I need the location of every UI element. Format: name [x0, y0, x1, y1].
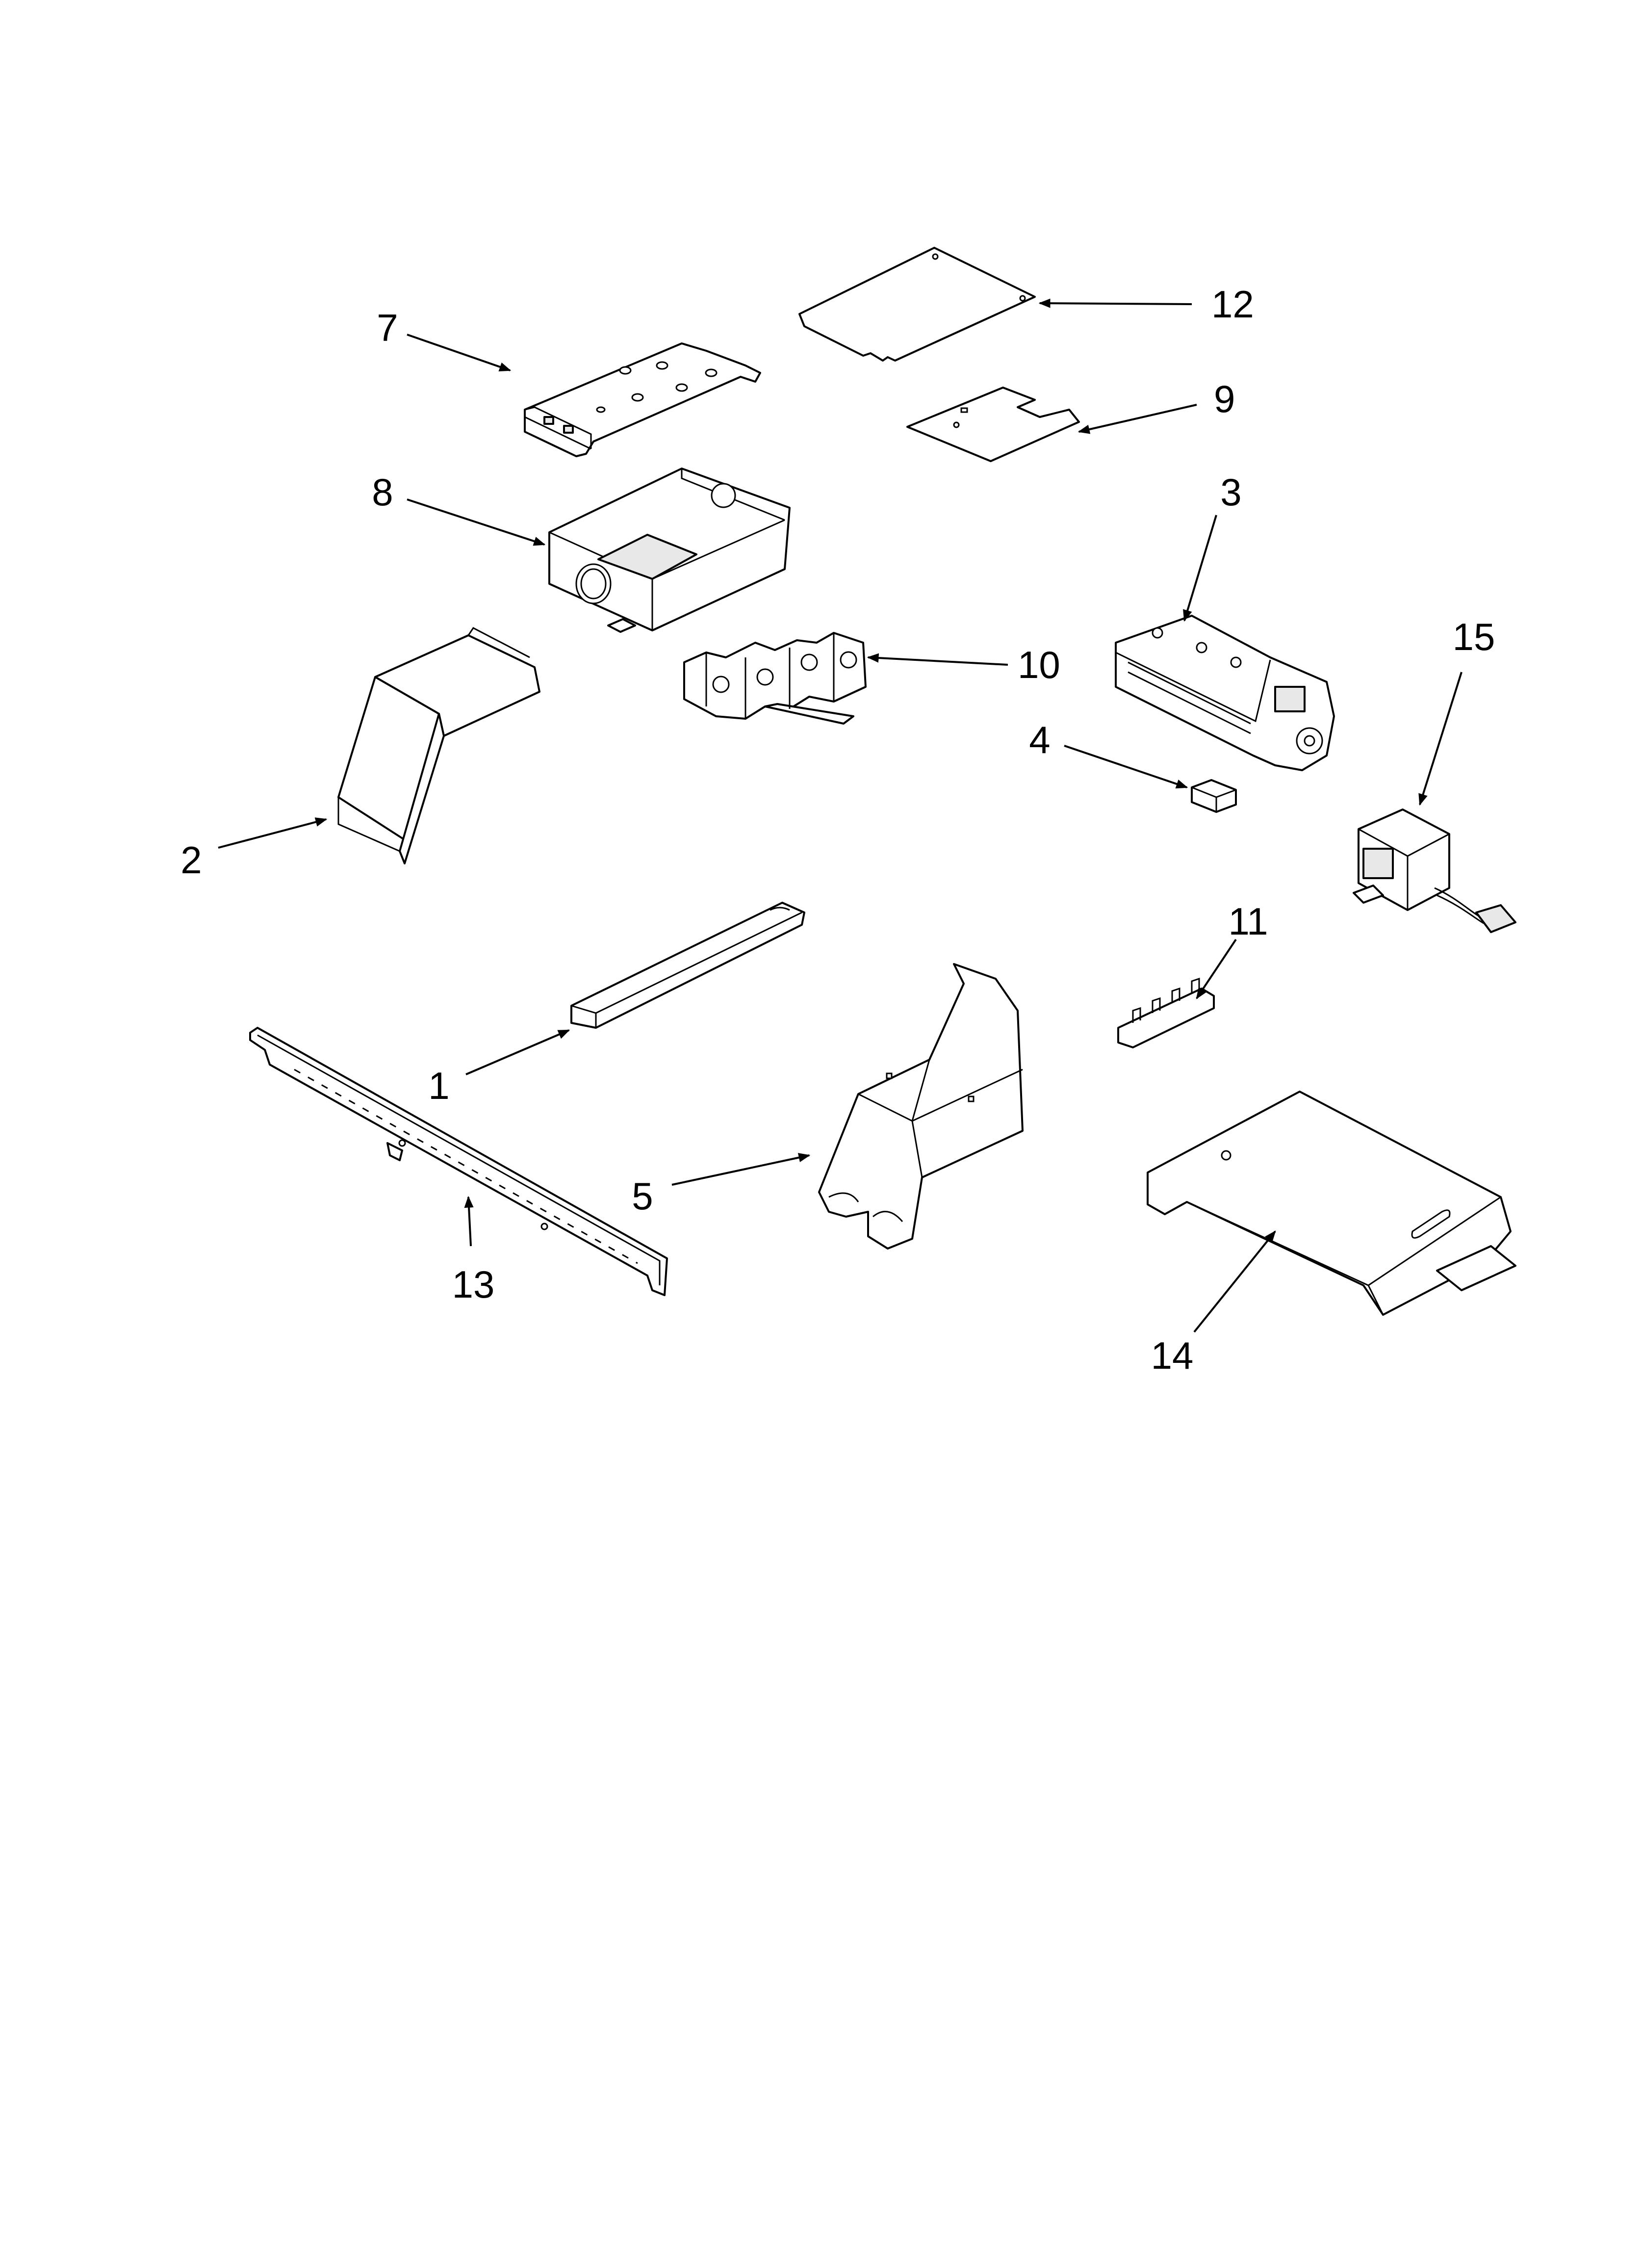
callout-8: 8 — [372, 470, 393, 514]
part-9-insulation-plate — [906, 387, 1080, 462]
leader-4 — [1064, 745, 1188, 789]
leader-2 — [218, 817, 328, 849]
leader-12 — [1038, 298, 1192, 308]
part-3-motor-assembly — [1115, 615, 1335, 771]
leader-13 — [464, 1196, 474, 1247]
part-1-channel — [570, 902, 805, 1029]
callout-2: 2 — [180, 838, 202, 882]
callout-7: 7 — [377, 306, 398, 349]
leader-10 — [867, 653, 1008, 666]
callout-14: 14 — [1151, 1334, 1194, 1377]
leader-7 — [407, 334, 512, 371]
part-12-cover-plate — [798, 247, 1036, 362]
leader-9 — [1078, 404, 1197, 434]
part-10-terminal-block — [683, 632, 867, 725]
callout-13: 13 — [452, 1263, 495, 1306]
part-2-duct — [337, 627, 540, 864]
callout-10: 10 — [1018, 643, 1060, 686]
leader-lines — [218, 298, 1462, 1333]
callout-12: 12 — [1211, 283, 1254, 326]
part-13-rail — [249, 1027, 668, 1296]
callout-1: 1 — [428, 1064, 449, 1107]
callout-9: 9 — [1214, 377, 1235, 420]
leader-14 — [1193, 1230, 1276, 1333]
part-14-base-bracket — [1147, 1091, 1516, 1316]
part-15-transformer — [1353, 808, 1516, 933]
leader-5 — [671, 1153, 811, 1186]
part-8-electrical-box — [548, 468, 791, 633]
leader-15 — [1418, 672, 1462, 806]
callout-5: 5 — [632, 1174, 653, 1218]
callout-4: 4 — [1029, 718, 1050, 761]
leader-11 — [1196, 938, 1237, 999]
leader-3 — [1183, 515, 1217, 622]
callout-3: 3 — [1220, 470, 1241, 514]
part-5-shield — [818, 963, 1024, 1250]
leader-1 — [465, 1029, 570, 1075]
callout-15: 15 — [1453, 615, 1495, 658]
leader-8 — [407, 498, 546, 546]
part-7-bracket-plate — [524, 342, 761, 457]
part-11-wire-clip — [1117, 977, 1215, 1048]
callout-11: 11 — [1229, 900, 1268, 943]
part-4-connector — [1191, 779, 1237, 813]
callout-labels: 12 9 7 8 3 10 15 4 2 11 1 13 5 14 — [180, 283, 1495, 1377]
